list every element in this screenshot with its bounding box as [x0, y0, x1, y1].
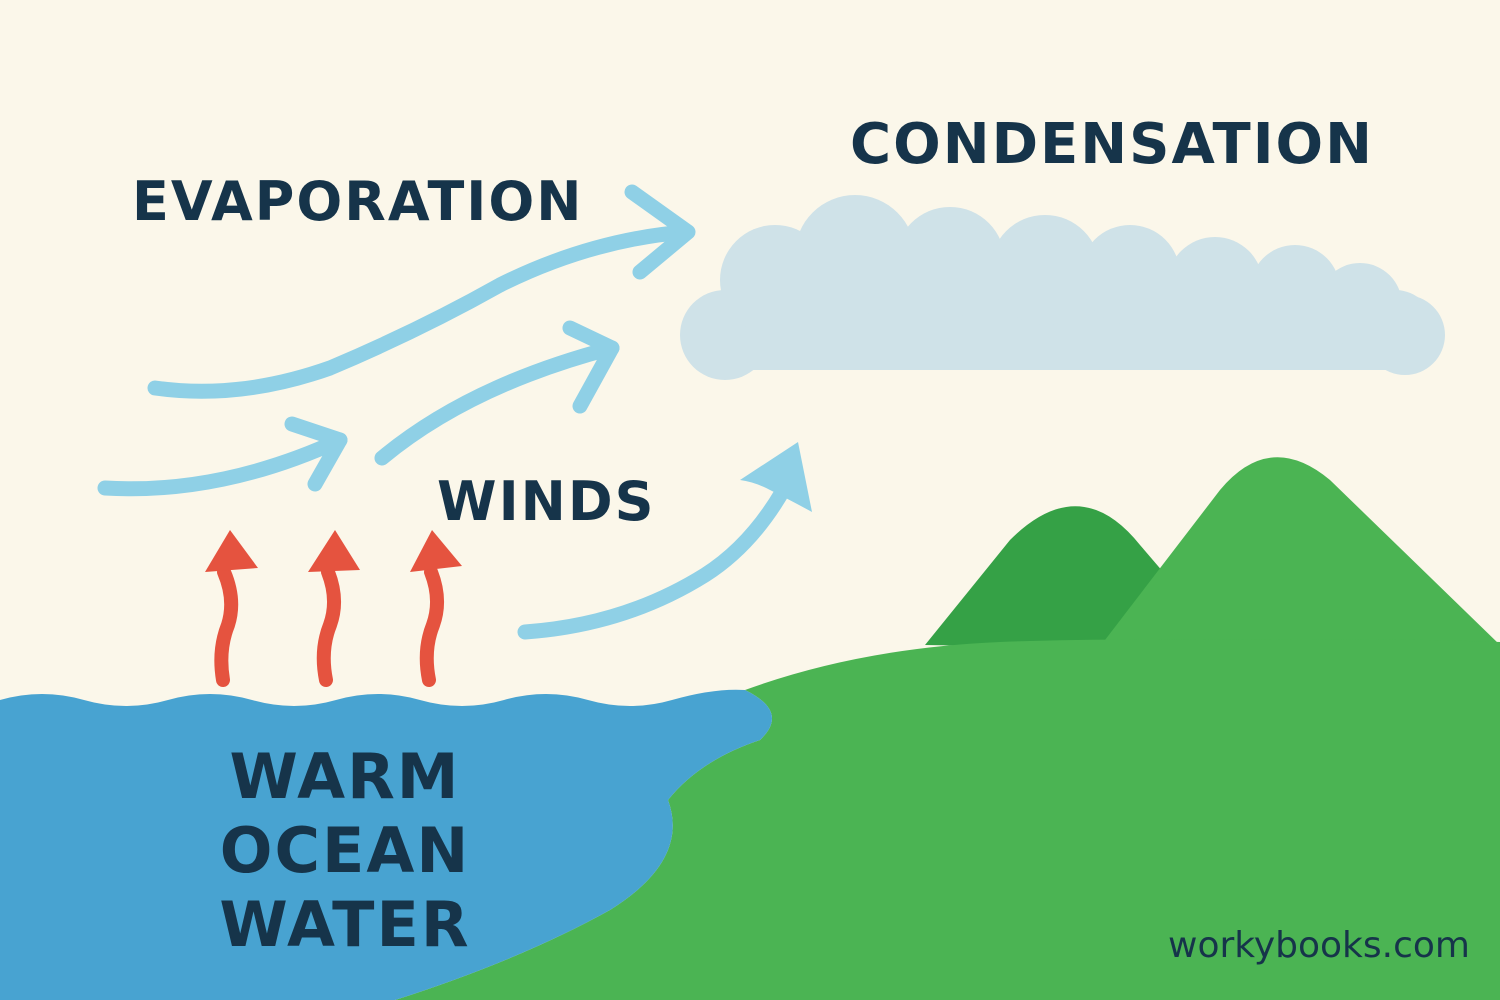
- heat-rising-arrows: [205, 530, 462, 687]
- land-area: [395, 639, 1500, 1000]
- heat-rising-arrow-icon: [205, 530, 258, 687]
- ocean-label-line-1: WARM OCEAN: [219, 740, 471, 887]
- wind-arrow-icon: [374, 320, 620, 466]
- condensation-label: CONDENSATION: [850, 112, 1375, 177]
- wind-arrow-head: [740, 442, 812, 512]
- warm-ocean-water-label: WARM OCEAN WATER: [100, 740, 590, 962]
- cloud-icon: [680, 195, 1445, 380]
- ocean-area: [0, 689, 772, 1000]
- watermark: workybooks.com: [1168, 925, 1470, 966]
- wind-arrow-icon: [147, 184, 696, 399]
- heat-rising-arrow-icon: [410, 530, 462, 687]
- wind-arrows: [97, 184, 803, 640]
- ocean-label-line-2: WATER: [219, 888, 471, 961]
- wind-arrow-icon: [517, 460, 803, 640]
- evaporation-label: EVAPORATION: [132, 170, 584, 233]
- winds-label: WINDS: [437, 470, 656, 533]
- wind-arrow-icon: [97, 416, 348, 497]
- mountain-right-icon: [1105, 457, 1500, 700]
- heat-rising-arrow-icon: [308, 530, 360, 687]
